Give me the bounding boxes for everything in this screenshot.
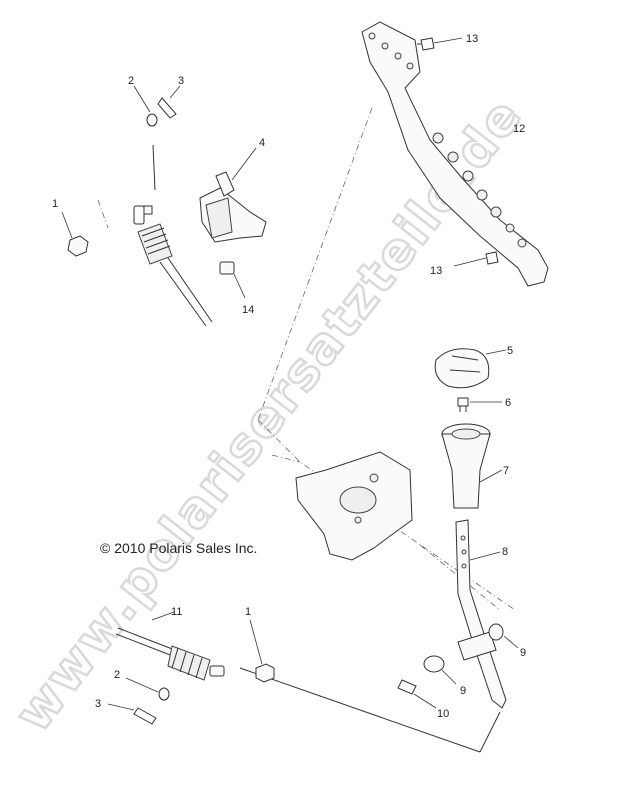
callout-3-bottom: 3: [95, 698, 101, 710]
callout-7: 7: [503, 465, 509, 477]
part-5-shift-knob: [434, 348, 507, 389]
part-1-nut-bottom: [249, 619, 275, 683]
callout-11: 11: [171, 606, 182, 618]
part-14-bolt: [219, 261, 246, 299]
part-13-screw-bottom: [453, 251, 499, 267]
shift-mount-plate: [295, 451, 413, 561]
part-7-boot: [441, 423, 503, 509]
callout-14: 14: [242, 304, 254, 316]
callout-9-left: 9: [460, 685, 466, 697]
callout-13-top: 13: [466, 33, 478, 45]
callout-1-bottom: 1: [245, 606, 251, 618]
callout-1-top: 1: [52, 198, 58, 210]
callout-labels: 1 2 3 4 14 13 12 13 5 6 7 8 9 9 10 11 1 …: [52, 33, 526, 720]
part-11-lower-shift-cable: [115, 611, 225, 681]
callout-2-top: 2: [128, 75, 134, 87]
upper-shift-cable: [97, 199, 213, 327]
part-9-bushing-right: [488, 623, 519, 649]
callout-6: 6: [505, 397, 511, 409]
part-2-washer-top: [133, 85, 158, 127]
part-2-washer-bottom: [125, 677, 170, 701]
callout-5: 5: [507, 345, 513, 357]
part-3-clip-top: [157, 85, 181, 119]
callout-10: 10: [437, 708, 449, 720]
part-13-screw-top: [417, 37, 463, 51]
part-8-shift-lever: [455, 519, 507, 709]
callout-13-bottom: 13: [430, 265, 442, 277]
callout-9-right: 9: [520, 647, 526, 659]
part-1-nut-top: [61, 211, 89, 257]
part-12-bracket: [361, 21, 549, 287]
part-10-clip: [397, 679, 437, 709]
part-6-pin: [457, 397, 502, 412]
assembly-lines: [152, 144, 501, 753]
callout-12: 12: [513, 123, 525, 135]
callout-8: 8: [502, 546, 508, 558]
part-9-bushing-left: [423, 655, 457, 685]
assembly-guide-lines: [257, 107, 516, 611]
callout-2-bottom: 2: [114, 669, 120, 681]
part-3-clip-bottom: [107, 703, 157, 725]
part-4-bracket: [199, 147, 267, 243]
callout-3-top: 3: [178, 75, 184, 87]
callout-4: 4: [259, 137, 265, 149]
copyright-text: © 2010 Polaris Sales Inc.: [100, 540, 257, 556]
